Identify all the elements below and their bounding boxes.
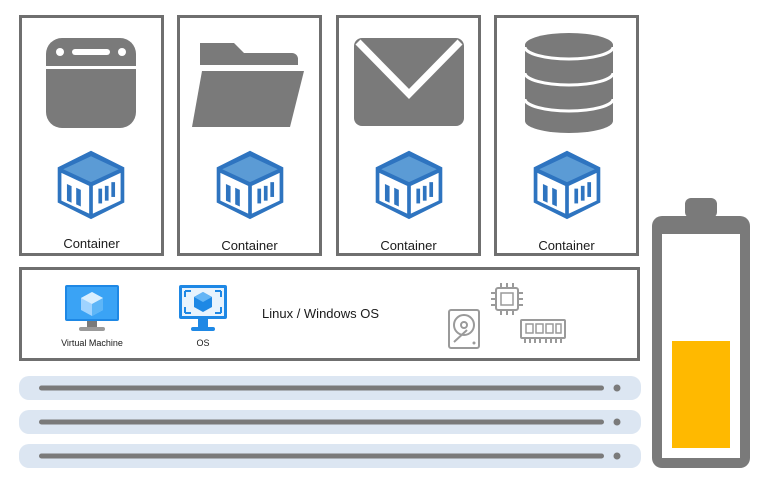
mail-icon [354, 38, 464, 126]
virtual-machine-icon [65, 285, 119, 331]
container-cube-icon [213, 147, 287, 221]
server-rack [19, 376, 641, 468]
os-icon [179, 285, 227, 331]
container-cube-icon [530, 147, 604, 221]
container-label: Container [380, 238, 437, 253]
server-unit [19, 376, 641, 400]
container-label: Container [63, 236, 120, 251]
app-window-icon [46, 38, 136, 128]
container-label: Container [538, 238, 595, 253]
battery-level-fill [672, 341, 730, 448]
os-layer-box [19, 267, 640, 361]
battery-icon [652, 198, 750, 468]
container-cube-icon [54, 147, 128, 221]
os-label: OS [196, 338, 210, 348]
container-label: Container [221, 238, 278, 253]
database-icon [523, 33, 615, 133]
vm-label: Virtual Machine [61, 338, 123, 348]
hard-drive-icon [448, 309, 480, 349]
memory-ram-icon [520, 319, 566, 343]
server-unit [19, 444, 641, 468]
server-unit [19, 410, 641, 434]
os-text: Linux / Windows OS [262, 306, 380, 321]
cpu-chip-icon [491, 283, 523, 315]
container-cube-icon [372, 147, 446, 221]
folder-icon [192, 43, 304, 127]
